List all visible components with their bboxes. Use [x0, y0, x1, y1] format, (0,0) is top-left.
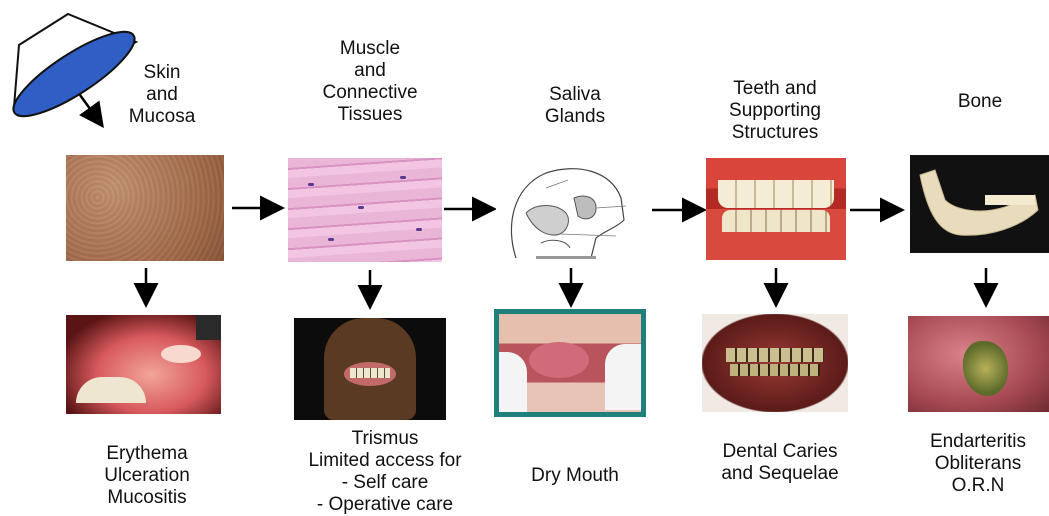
dry-mouth-photo: [494, 309, 646, 417]
title-muscle: Muscle and Connective Tissues: [305, 38, 435, 126]
salivary-glands-sketch: [496, 158, 648, 266]
effect-teeth: Dental Caries and Sequelae: [700, 441, 860, 485]
osteoradionecrosis-photo: [908, 316, 1049, 412]
healthy-teeth-photo: [706, 158, 846, 260]
mandible-bone-photo: [910, 155, 1049, 253]
dental-caries-photo: [702, 314, 848, 412]
effect-bone: Endarteritis Obliterans O.R.N: [908, 431, 1048, 497]
muscle-histology-photo: [288, 158, 442, 262]
effect-saliva: Dry Mouth: [510, 465, 640, 487]
effect-muscle: Trismus Limited access for - Self care -…: [285, 428, 485, 516]
arrow-beam-to-skin: [80, 95, 101, 124]
title-saliva: Saliva Glands: [525, 84, 625, 128]
title-teeth: Teeth and Supporting Structures: [700, 78, 850, 144]
title-bone: Bone: [930, 91, 1030, 113]
trismus-patient-photo: [294, 318, 446, 420]
oral-mucositis-photo: [66, 315, 221, 414]
skin-texture-photo: [66, 155, 224, 261]
title-skin: Skin and Mucosa: [112, 62, 212, 128]
effect-skin: Erythema Ulceration Mucositis: [72, 443, 222, 509]
